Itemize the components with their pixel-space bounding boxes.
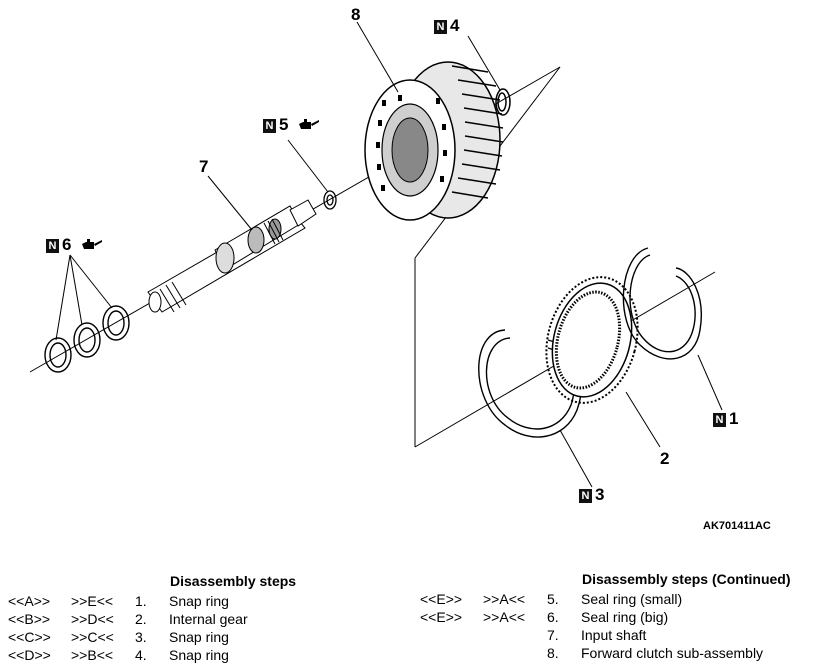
step-number: 7.	[547, 627, 559, 643]
callout-2-number: 2	[660, 449, 670, 468]
disassembly-steps-right: Disassembly steps (Continued) <<E>> >>A<…	[420, 570, 791, 662]
leader-2	[625, 391, 661, 448]
figure-code: AK701411AC	[703, 520, 771, 532]
link-a: <<E>>	[420, 609, 463, 625]
forward-clutch-drum	[364, 61, 504, 221]
step-label: Snap ring	[169, 647, 229, 663]
link-b	[483, 644, 547, 662]
steps-heading: Disassembly steps	[170, 573, 297, 589]
callout-5-number: 5	[279, 115, 289, 134]
table-row: 8. Forward clutch sub-assembly	[420, 644, 763, 662]
leader-6c	[69, 254, 113, 309]
link-a: <<C>>	[8, 629, 51, 645]
step-number: 6.	[547, 609, 559, 625]
callout-4-number: 4	[450, 16, 460, 35]
step-number: 8.	[547, 645, 559, 661]
table-row: <<E>> >>A<< 5. Seal ring (small)	[420, 590, 763, 608]
link-b: >>B<<	[71, 647, 114, 663]
step-label: Internal gear	[169, 611, 248, 627]
step-label: Seal ring (big)	[581, 609, 669, 625]
step-label: Forward clutch sub-assembly	[581, 645, 764, 661]
table-row: <<D>> >>B<< 4. Snap ring	[8, 646, 248, 664]
table-row: <<E>> >>A<< 6. Seal ring (big)	[420, 608, 763, 626]
table-row: <<B>> >>D<< 2. Internal gear	[8, 610, 248, 628]
steps-table: <<A>> >>E<< 1. Snap ring <<B>> >>D<< 2. …	[8, 592, 248, 664]
leader-6a	[55, 254, 71, 341]
leader-7	[207, 175, 253, 231]
leader-5	[287, 139, 329, 193]
leader-1	[697, 354, 723, 411]
link-b	[483, 626, 547, 644]
callout-6-number: 6	[62, 235, 72, 254]
leader-4	[467, 35, 501, 91]
callout-7: 7	[199, 158, 208, 176]
callout-8: 8	[351, 6, 360, 24]
link-a: <<D>>	[8, 647, 51, 663]
table-row: <<C>> >>C<< 3. Snap ring	[8, 628, 248, 646]
step-number: 1.	[135, 593, 147, 609]
link-b: >>A<<	[483, 591, 526, 607]
n-badge-icon: N	[46, 239, 59, 253]
snap-ring-1	[622, 247, 702, 360]
link-a	[420, 626, 483, 644]
link-b: >>D<<	[71, 611, 114, 627]
step-label: Seal ring (small)	[581, 591, 683, 607]
steps-heading: Disassembly steps (Continued)	[582, 571, 791, 587]
step-number: 5.	[547, 591, 559, 607]
link-b: >>A<<	[483, 609, 526, 625]
leader-3	[559, 429, 593, 488]
link-a: <<E>>	[420, 591, 463, 607]
step-number: 3.	[135, 629, 147, 645]
link-a: <<B>>	[8, 611, 51, 627]
snap-ring-4	[495, 88, 511, 116]
n-badge-icon: N	[713, 413, 726, 427]
link-b: >>C<<	[71, 629, 114, 645]
oil-can-icon	[82, 239, 103, 249]
callout-1-number: 1	[729, 409, 739, 428]
internal-gear	[545, 276, 639, 404]
n-badge-icon: N	[579, 489, 592, 503]
callout-3-number: 3	[595, 485, 605, 504]
link-a	[420, 644, 483, 662]
link-a: <<A>>	[8, 593, 51, 609]
step-label: Snap ring	[169, 593, 229, 609]
oil-can-icon	[299, 119, 320, 129]
step-label: Snap ring	[169, 629, 229, 645]
callout-7-number: 7	[199, 157, 209, 176]
seal-ring-small-5	[323, 190, 337, 210]
step-number: 4.	[135, 647, 147, 663]
leader-6b	[69, 254, 83, 326]
input-shaft	[147, 199, 317, 313]
disassembly-steps-left: Disassembly steps <<A>> >>E<< 1. Snap ri…	[8, 572, 296, 664]
table-row: 7. Input shaft	[420, 626, 763, 644]
callout-8-number: 8	[351, 5, 361, 24]
link-b: >>E<<	[71, 593, 114, 609]
exploded-view-diagram	[29, 21, 723, 488]
table-row: <<A>> >>E<< 1. Snap ring	[8, 592, 248, 610]
callout-2: 2	[660, 450, 669, 468]
seal-rings-big-6	[44, 305, 130, 373]
steps-table: <<E>> >>A<< 5. Seal ring (small) <<E>> >…	[420, 590, 763, 662]
step-label: Input shaft	[581, 627, 647, 643]
n-badge-icon: N	[434, 20, 447, 34]
leader-8	[356, 21, 399, 93]
step-number: 2.	[135, 611, 147, 627]
n-badge-icon: N	[263, 119, 276, 133]
